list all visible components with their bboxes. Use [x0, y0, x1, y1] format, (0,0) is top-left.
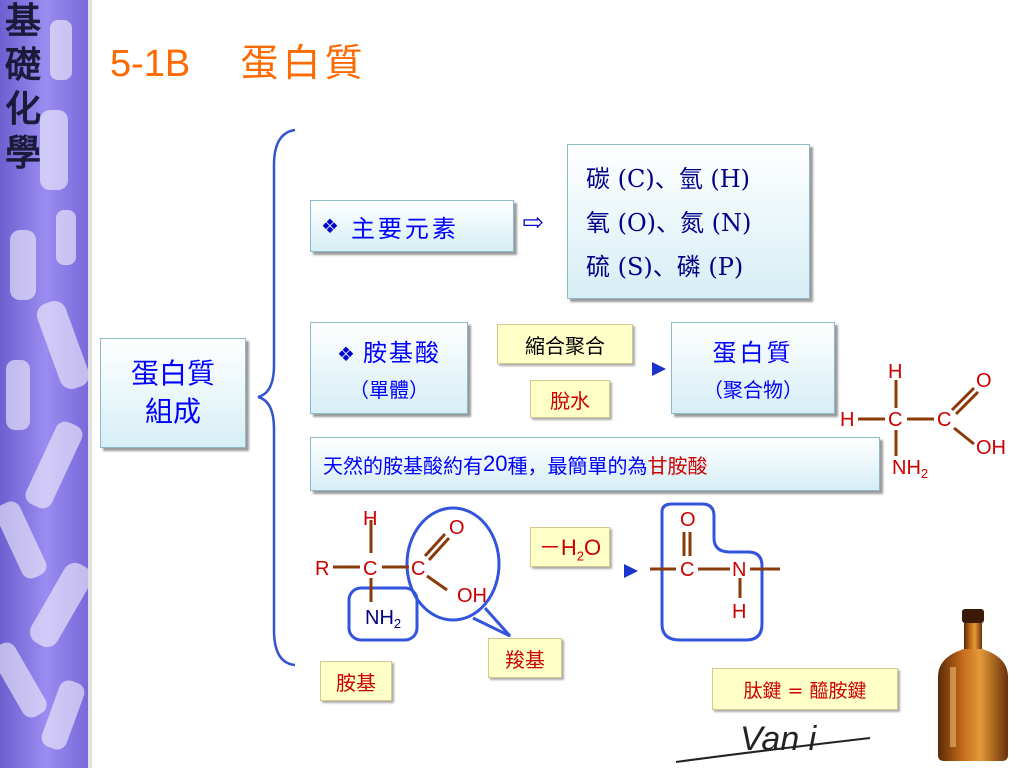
- carboxyl-group-text: 羧基: [505, 647, 545, 672]
- minus-water-label: －H2O: [530, 527, 610, 567]
- reaction-arrow-icon: [480, 362, 666, 376]
- protein-polymer-box: 蛋白質 （聚合物）: [671, 322, 835, 414]
- glycine-oh: OH: [976, 437, 1006, 459]
- protein-composition-line2: 組成: [144, 395, 201, 428]
- protein-composition-line1: 蛋白質: [130, 357, 215, 390]
- generic-nh: NH: [365, 607, 394, 629]
- generic-oh: OH: [457, 585, 487, 607]
- curly-brace: [257, 128, 296, 667]
- peptide-o: O: [680, 509, 696, 531]
- amine-group-label: 胺基: [320, 661, 392, 701]
- amino-acid-label: 胺基酸: [362, 339, 441, 367]
- condensation-text: 縮合聚合: [525, 333, 605, 358]
- note-prefix: 天然的胺基酸約有: [323, 453, 483, 478]
- diamond-bullet-icon: ❖: [337, 342, 355, 366]
- peptide-n: N: [732, 559, 746, 581]
- glycine-structure: H H C C O OH NH2: [840, 361, 1006, 481]
- amino-acid-box: ❖ 胺基酸 （單體）: [310, 322, 468, 414]
- elements-line: 硫 (S)、磷 (P): [586, 253, 744, 281]
- sidebar-char: 化: [4, 89, 41, 130]
- reagent-bottle-image: [938, 609, 1008, 761]
- peptide-h: H: [732, 601, 746, 623]
- glycine-h-left: H: [840, 409, 854, 431]
- elements-list-box: 碳 (C)、氫 (H) 氧 (O)、氮 (N) 硫 (S)、磷 (P): [567, 144, 810, 299]
- generic-h: H: [363, 508, 377, 530]
- peptide-bond-structure: O C N H: [650, 502, 780, 642]
- condensation-polymerization-label: 縮合聚合: [497, 324, 633, 364]
- protein-polymer-line1: 蛋白質: [712, 339, 794, 367]
- carboxyl-group-label: 羧基: [488, 638, 562, 678]
- sidebar-char: 學: [4, 133, 41, 174]
- sidebar-title: 基 礎 化 學: [0, 0, 46, 200]
- glycine-c2: C: [937, 409, 951, 431]
- dehydration-arrow-icon: [512, 564, 638, 578]
- slide-title-text: 蛋白質: [240, 41, 367, 85]
- amino-acid-structure: H R C C O OH NH2: [315, 506, 512, 642]
- peptide-bond-label: 肽鍵 = 醯胺鍵: [712, 668, 898, 710]
- elements-line: 氧 (O)、氮 (N): [586, 209, 752, 237]
- note-highlight: 甘胺酸: [647, 453, 708, 478]
- glycine-nh: NH: [892, 457, 921, 479]
- glycine-o: O: [976, 370, 992, 392]
- amine-group-text: 胺基: [336, 670, 376, 695]
- peptide-bond-text: 肽鍵 = 醯胺鍵: [743, 679, 867, 702]
- diamond-bullet-icon: ❖: [321, 214, 339, 238]
- dehydration-label: 脫水: [530, 380, 610, 418]
- water-prefix: －H: [538, 535, 577, 561]
- signature-text: Van i: [740, 720, 818, 758]
- main-elements-label: 主要元素: [350, 214, 459, 243]
- svg-text:NH2: NH2: [892, 457, 928, 481]
- generic-c2: C: [411, 558, 425, 580]
- water-sub: 2: [576, 548, 584, 564]
- protein-composition-box: 蛋白質 組成: [100, 338, 246, 448]
- slide-code: 5-1B: [110, 43, 191, 85]
- water-suffix: O: [584, 535, 602, 561]
- dehydration-text: 脫水: [550, 388, 590, 413]
- svg-text:NH2: NH2: [365, 607, 401, 631]
- signature-logo: Van i: [675, 720, 871, 763]
- amino-acid-sub: （單體）: [349, 378, 429, 402]
- glycine-c1: C: [888, 409, 902, 431]
- glycine-h-top: H: [888, 361, 902, 383]
- elements-line: 碳 (C)、氫 (H): [586, 165, 751, 193]
- generic-sub2: 2: [394, 616, 401, 631]
- note-middle: 種，最簡單的為: [507, 453, 648, 478]
- generic-c1: C: [363, 558, 377, 580]
- right-arrow-icon: ⇨: [522, 208, 544, 238]
- slide-title: 5-1B 蛋白質: [110, 32, 366, 87]
- main-elements-box: ❖ 主要元素: [310, 200, 514, 252]
- sidebar-char: 礎: [4, 45, 41, 86]
- glycine-sub2: 2: [921, 466, 928, 481]
- peptide-c: C: [680, 559, 694, 581]
- decorative-sidebar-strip: [0, 0, 92, 768]
- note-number: 20: [483, 451, 508, 476]
- sidebar-char: 基: [4, 1, 41, 42]
- generic-o: O: [449, 517, 465, 539]
- protein-polymer-line2: （聚合物）: [703, 378, 803, 402]
- generic-r: R: [315, 558, 329, 580]
